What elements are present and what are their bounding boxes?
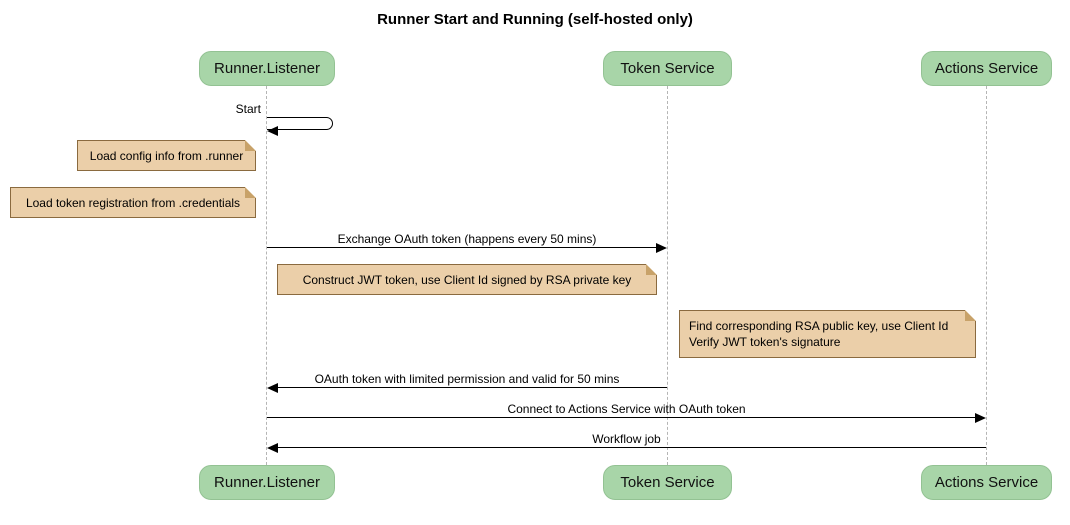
note-construct-jwt: Construct JWT token, use Client Id signe… bbox=[277, 264, 657, 295]
note-verify-jwt: Find corresponding RSA public key, use C… bbox=[679, 310, 976, 358]
participant-actions-service-top: Actions Service bbox=[921, 51, 1052, 86]
note-fold-icon bbox=[245, 187, 256, 198]
note-text-line2: Verify JWT token's signature bbox=[689, 335, 841, 349]
note-fold-icon bbox=[646, 264, 657, 275]
participant-label: Token Service bbox=[620, 60, 715, 77]
arrowhead-left-icon bbox=[267, 126, 278, 136]
participant-runner-listener-top: Runner.Listener bbox=[199, 51, 335, 86]
lifeline-token-service bbox=[667, 86, 668, 465]
self-message-loop bbox=[267, 117, 333, 130]
participant-runner-listener-bottom: Runner.Listener bbox=[199, 465, 335, 500]
note-text: Load config info from .runner bbox=[89, 148, 244, 163]
message-label-start: Start bbox=[235, 102, 261, 116]
participant-actions-service-bottom: Actions Service bbox=[921, 465, 1052, 500]
participant-label: Runner.Listener bbox=[214, 60, 320, 77]
participant-label: Actions Service bbox=[934, 474, 1039, 491]
participant-token-service-bottom: Token Service bbox=[603, 465, 732, 500]
message-line bbox=[272, 447, 986, 448]
arrowhead-left-icon bbox=[267, 383, 278, 393]
arrowhead-right-icon bbox=[656, 243, 667, 253]
note-fold-icon bbox=[965, 310, 976, 321]
note-load-token-registration: Load token registration from .credential… bbox=[10, 187, 256, 218]
note-load-config: Load config info from .runner bbox=[77, 140, 256, 171]
message-line bbox=[272, 387, 667, 388]
participant-token-service-top: Token Service bbox=[603, 51, 732, 86]
message-label-oauth-return: OAuth token with limited permission and … bbox=[314, 372, 620, 386]
participant-label: Runner.Listener bbox=[214, 474, 320, 491]
participant-label: Token Service bbox=[620, 474, 715, 491]
note-text-line1: Find corresponding RSA public key, use C… bbox=[689, 319, 949, 333]
message-line bbox=[267, 247, 662, 248]
lifeline-actions-service bbox=[986, 86, 987, 465]
note-fold-icon bbox=[245, 140, 256, 151]
arrowhead-right-icon bbox=[975, 413, 986, 423]
message-line bbox=[267, 417, 981, 418]
lifeline-runner-listener bbox=[266, 86, 267, 465]
arrowhead-left-icon bbox=[267, 443, 278, 453]
note-text: Construct JWT token, use Client Id signe… bbox=[302, 272, 632, 287]
diagram-title: Runner Start and Running (self-hosted on… bbox=[377, 11, 693, 28]
participant-label: Actions Service bbox=[934, 60, 1039, 77]
message-label-workflow-job: Workflow job bbox=[592, 432, 661, 446]
note-text: Load token registration from .credential… bbox=[25, 195, 241, 210]
message-label-exchange-oauth: Exchange OAuth token (happens every 50 m… bbox=[337, 232, 597, 246]
message-label-connect-actions: Connect to Actions Service with OAuth to… bbox=[507, 402, 746, 416]
